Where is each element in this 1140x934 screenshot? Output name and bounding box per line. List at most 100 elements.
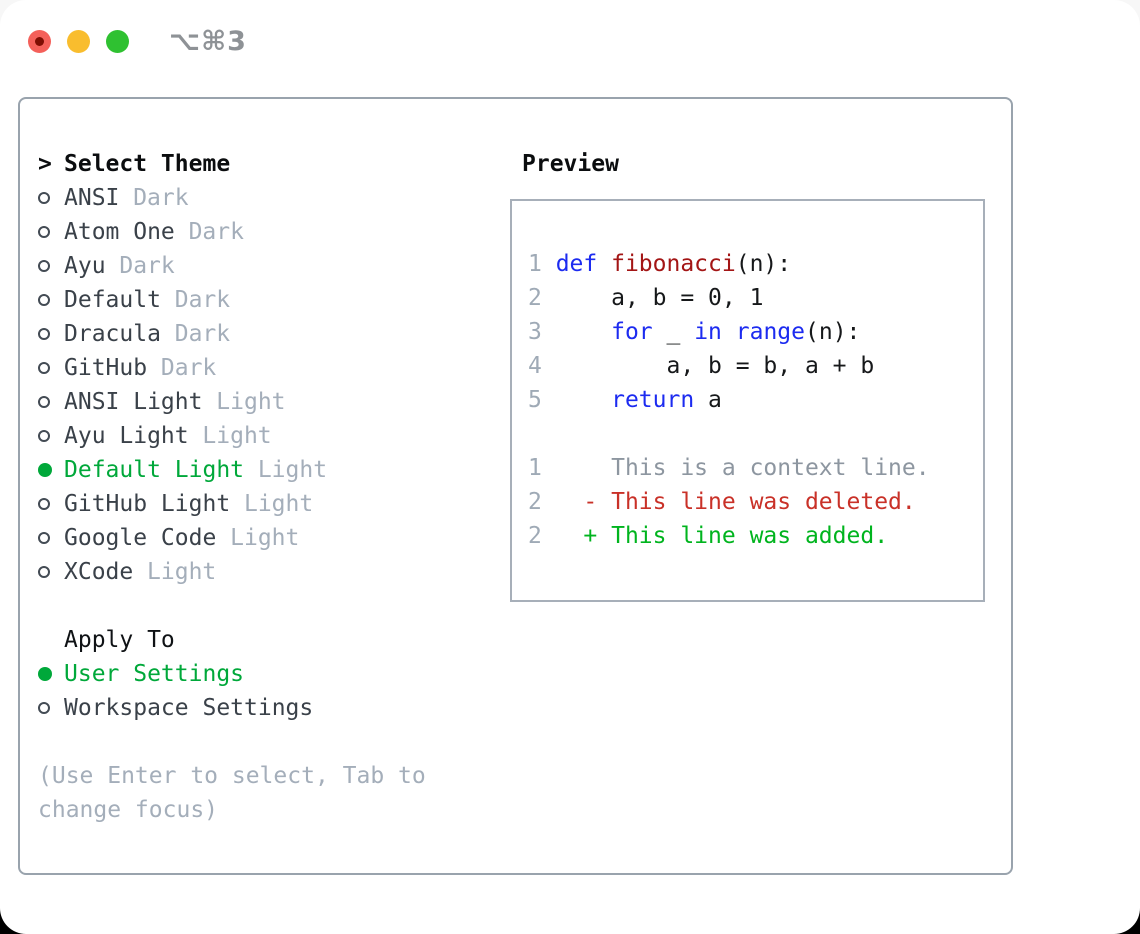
- theme-option[interactable]: Ayu Light Light: [38, 419, 478, 453]
- theme-option-variant: Dark: [133, 185, 189, 211]
- code-line-number: 2: [528, 285, 556, 311]
- radio-dot-icon: [38, 463, 52, 477]
- radio-unselected-icon[interactable]: [38, 294, 64, 306]
- code-token-plain: [556, 319, 611, 345]
- code-token-plain: [556, 387, 611, 413]
- select-theme-header: > Select Theme: [38, 147, 478, 181]
- code-line: 3 for _ in range(n):: [528, 315, 983, 349]
- diff-line-text: - This line was deleted.: [541, 489, 916, 515]
- theme-option-name: Dracula: [64, 321, 161, 347]
- diff-line-added: 2 + This line was added.: [528, 519, 983, 553]
- theme-option[interactable]: Default Light Light: [38, 453, 478, 487]
- radio-ring-icon: [38, 532, 50, 544]
- theme-option-variant: Dark: [188, 219, 244, 245]
- close-button-icon[interactable]: [28, 30, 51, 53]
- code-token-plain: a, b = 0, 1: [555, 285, 764, 311]
- theme-option-variant: Dark: [160, 355, 217, 381]
- theme-option-name: ANSI Light: [64, 389, 203, 415]
- diff-line-number: 1: [528, 455, 542, 481]
- radio-ring-icon: [38, 566, 50, 578]
- preview-column: Preview 1 def fibonacci(n):2 a, b = 0, 1…: [502, 147, 985, 602]
- theme-option-variant: Dark: [174, 287, 231, 313]
- radio-unselected-icon[interactable]: [38, 396, 64, 408]
- radio-dot-icon: [38, 667, 52, 681]
- radio-unselected-icon[interactable]: [38, 702, 64, 714]
- radio-unselected-icon[interactable]: [38, 226, 64, 238]
- radio-unselected-icon[interactable]: [38, 498, 64, 510]
- theme-option-name: Default Light: [64, 457, 245, 483]
- code-token-plain: (n):: [735, 251, 792, 277]
- theme-option-variant: Dark: [119, 253, 175, 279]
- diff-line-deleted: 2 - This line was deleted.: [528, 485, 983, 519]
- theme-option-name: Google Code: [64, 525, 217, 551]
- theme-option[interactable]: ANSI Dark: [38, 181, 478, 215]
- radio-ring-icon: [38, 430, 50, 442]
- apply-to-option-label: Workspace Settings: [64, 695, 314, 721]
- title-bar: ⌥⌘3: [28, 26, 247, 57]
- theme-option[interactable]: GitHub Dark: [38, 351, 478, 385]
- code-token-keyword: for: [611, 319, 653, 345]
- theme-option-name: ANSI: [64, 185, 120, 211]
- code-line: 4 a, b = b, a + b: [528, 349, 983, 383]
- preview-title: Preview: [522, 151, 619, 177]
- diff-line-context: 1 This is a context line.: [528, 451, 983, 485]
- prompt-cell: >: [38, 151, 64, 177]
- radio-unselected-icon[interactable]: [38, 430, 64, 442]
- code-token-plain: (n):: [805, 319, 861, 345]
- apply-to-option[interactable]: Workspace Settings: [38, 691, 478, 725]
- zoom-button-icon[interactable]: [106, 30, 129, 53]
- code-line: 2 a, b = 0, 1: [528, 281, 983, 315]
- apply-to-header: Apply To: [38, 623, 478, 657]
- diff-sample: 1 This is a context line.2 - This line w…: [528, 451, 983, 553]
- theme-option-name: Atom One: [64, 219, 175, 245]
- radio-ring-icon: [38, 328, 50, 340]
- theme-option-variant: Light: [202, 423, 272, 449]
- code-token-plain: a: [694, 387, 722, 413]
- apply-to-option[interactable]: User Settings: [38, 657, 478, 691]
- theme-option[interactable]: Atom One Dark: [38, 215, 478, 249]
- code-token-keyword: return: [611, 387, 695, 413]
- code-token-keyword: def: [555, 251, 612, 277]
- code-line-number: 5: [528, 387, 556, 413]
- theme-option-name: Ayu Light: [64, 423, 189, 449]
- minimize-button-icon[interactable]: [67, 30, 90, 53]
- radio-selected-icon[interactable]: [38, 667, 64, 681]
- radio-ring-icon: [38, 498, 50, 510]
- code-token-plain: [722, 319, 736, 345]
- apply-to-option-label: User Settings: [64, 661, 245, 687]
- theme-option-name: GitHub: [64, 355, 148, 381]
- theme-option[interactable]: XCode Light: [38, 555, 478, 589]
- radio-ring-icon: [38, 192, 50, 204]
- prompt-caret: >: [38, 151, 52, 177]
- window-title: ⌥⌘3: [169, 26, 247, 57]
- theme-option-variant: Light: [147, 559, 217, 585]
- code-token-plain: a, b = b, a + b: [555, 353, 875, 379]
- code-token-keyword: range: [735, 319, 805, 345]
- code-token-plain: _: [652, 319, 695, 345]
- radio-selected-icon[interactable]: [38, 463, 64, 477]
- radio-unselected-icon[interactable]: [38, 566, 64, 578]
- radio-ring-icon: [38, 702, 50, 714]
- theme-option-name: XCode: [64, 559, 134, 585]
- radio-unselected-icon[interactable]: [38, 192, 64, 204]
- code-token-function: fibonacci: [611, 251, 736, 277]
- theme-option-name: GitHub Light: [64, 491, 231, 517]
- radio-unselected-icon[interactable]: [38, 260, 64, 272]
- theme-option-variant: Light: [257, 457, 328, 483]
- radio-unselected-icon[interactable]: [38, 362, 64, 374]
- apply-to-title: Apply To: [64, 627, 175, 653]
- radio-unselected-icon[interactable]: [38, 532, 64, 544]
- code-line-number: 3: [528, 319, 556, 345]
- radio-unselected-icon[interactable]: [38, 328, 64, 340]
- radio-ring-icon: [38, 294, 50, 306]
